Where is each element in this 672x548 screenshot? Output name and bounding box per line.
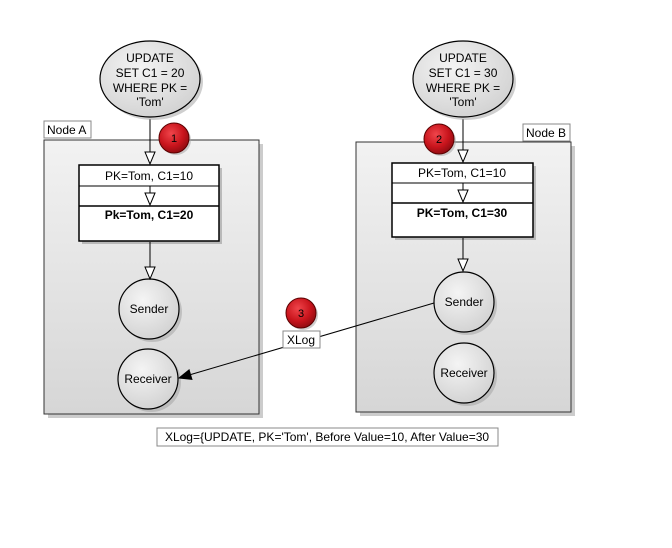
node-b-sender-label: Sender: [445, 295, 484, 309]
node-b-receiver-label: Receiver: [440, 366, 487, 380]
node-b-label-box: [522, 123, 571, 142]
node-b-receiver: [433, 342, 495, 404]
xlog-label-box: [282, 330, 321, 349]
step-3-badge: [285, 297, 317, 329]
node-a-label-box: [43, 120, 92, 139]
node-a-record-before: PK=Tom, C1=10: [105, 169, 193, 183]
xlog-detail: XLog={UPDATE, PK='Tom', Before Value=10,…: [165, 430, 489, 444]
xlog-label: XLog: [287, 333, 315, 347]
node-b-sql-line-2: SET C1 = 30: [429, 66, 498, 80]
node-a-sql-line-4: 'Tom': [136, 95, 163, 109]
node-b-sql-statement: [412, 40, 514, 118]
node-a-sql-line-3: WHERE PK =: [113, 81, 187, 95]
node-a-sender-label: Sender: [130, 302, 169, 316]
node-b: Node B PK=Tom, C1=10 PK=Tom, C1=30 Sende…: [355, 40, 575, 416]
node-a-sql-line-2: SET C1 = 20: [116, 66, 185, 80]
node-b-label: Node B: [526, 126, 566, 140]
node-a-record-after: Pk=Tom, C1=20: [105, 208, 194, 222]
node-a-sql-statement: [99, 40, 201, 118]
step-1-badge: [158, 122, 190, 154]
xlog-detail-box: [156, 427, 499, 447]
node-b-record-after: PK=Tom, C1=30: [417, 206, 508, 220]
node-b-record-before: PK=Tom, C1=10: [418, 166, 506, 180]
xlog-transfer: XLog 3: [179, 297, 435, 378]
node-a: Node A PK=Tom, C1=10 Pk=Tom, C1=20 Sende…: [43, 40, 263, 418]
step-2-label: 2: [436, 134, 442, 146]
node-b-sender: [433, 271, 495, 333]
node-a-receiver-label: Receiver: [124, 372, 171, 386]
node-b-sql-line-1: UPDATE: [439, 51, 487, 65]
node-b-sql-line-3: WHERE PK =: [426, 81, 500, 95]
node-a-label: Node A: [47, 123, 86, 137]
step-2-badge: [423, 123, 455, 155]
step-1-label: 1: [171, 133, 177, 145]
node-b-sql-line-4: 'Tom': [449, 95, 476, 109]
step-3-label: 3: [298, 308, 304, 320]
node-a-sql-line-1: UPDATE: [126, 51, 174, 65]
